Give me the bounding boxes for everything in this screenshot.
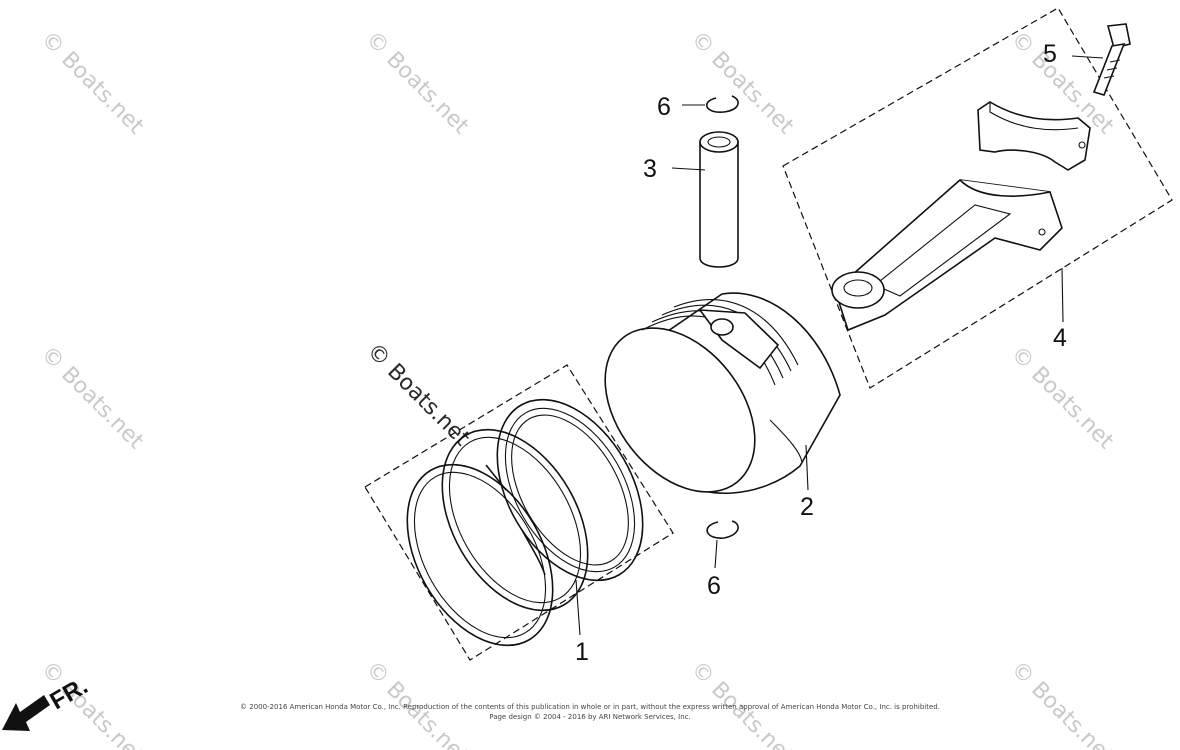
pin-clip-bottom — [706, 520, 739, 539]
watermark: © Boats.net — [1006, 342, 1119, 455]
leader-lines — [575, 55, 1104, 636]
callout-6-bottom[interactable]: 6 — [707, 572, 721, 600]
oil-ring — [496, 398, 644, 582]
callout-1[interactable]: 1 — [575, 638, 589, 666]
piston — [604, 292, 841, 494]
front-arrow-icon — [2, 695, 50, 731]
callout-6-top[interactable]: 6 — [657, 93, 671, 121]
piston-rings — [406, 398, 644, 647]
ring-set-group-box — [364, 364, 674, 661]
callout-3[interactable]: 3 — [643, 155, 657, 183]
top-ring — [406, 463, 554, 647]
rod-cap — [977, 101, 1091, 171]
watermark: © Boats.net — [36, 27, 149, 140]
connecting-rod — [831, 179, 1063, 332]
callout-4[interactable]: 4 — [1053, 324, 1067, 352]
callout-5[interactable]: 5 — [1043, 40, 1057, 68]
copyright-notice: © 2000-2016 American Honda Motor Co., In… — [240, 703, 940, 711]
callout-2[interactable]: 2 — [800, 493, 814, 521]
piston-pin — [699, 131, 739, 268]
pin-clip-top — [705, 95, 739, 113]
watermark: © Boats.net — [361, 27, 474, 140]
watermark-center: © Boats.net — [362, 339, 475, 452]
page-design-notice: Page design © 2004 - 2016 by ARI Network… — [489, 713, 691, 721]
rod-assembly-group-box — [782, 7, 1173, 389]
watermark: © Boats.net — [686, 27, 799, 140]
rod-bolt — [1092, 23, 1131, 96]
watermark: © Boats.net — [36, 342, 149, 455]
